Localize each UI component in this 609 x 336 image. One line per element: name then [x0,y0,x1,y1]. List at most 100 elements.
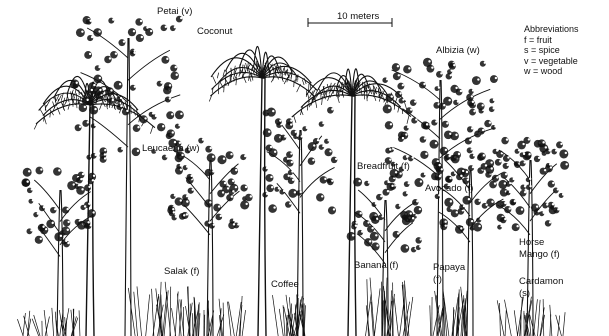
horse-mango-tree-leaf-gap [506,138,508,140]
albizia-tree-leaf-gap [482,104,484,106]
albizia-tree-leaf-gap [425,153,427,155]
avocado-tree-leaf-gap [444,221,446,223]
understory-tree-leaf-gap [375,234,377,236]
horse-mango-tree-leaf-gap [504,218,506,220]
leucaena-tree-leaf [61,226,70,235]
understory-tree-leaf-gap [420,180,422,182]
coconut-palm-center-leaflet [243,76,246,83]
albizia-tree-leaf-gap [399,92,401,94]
banana-plant-blade [374,288,380,336]
horse-mango-tree-leaf-gap [507,164,509,166]
banana-plant-blade [407,297,412,336]
label-cardamon: Cardamon [519,276,563,287]
salak-shrub-blade [153,294,159,336]
leucaena-tree-leaf-gap [66,208,68,210]
canopy-tree-mid-leaf-gap [237,223,239,225]
breadfruit-tree-leaf-gap [329,150,331,152]
petai-tree-leaf-gap [137,150,139,152]
understory-tree-leaf-gap [387,190,389,192]
petai-tree-leaf-gap [176,74,178,76]
avocado-tree-leaf [462,196,471,205]
canopy-tree-mid-leaf-gap [218,205,220,207]
albizia-tree-leaf-gap [450,69,452,71]
understory-tree-leaf-gap [415,214,417,216]
salak-shrub-2-blade [242,310,245,336]
understory-tree-leaf-gap [355,222,357,224]
leucaena-tree-leaf [23,168,32,177]
albizia-tree-leaf-gap [449,133,451,135]
leucaena-tree-leaf [21,178,29,186]
coconut-palm-left-leaflet [50,111,51,117]
petai-tree-leaf-gap [166,58,168,60]
leucaena-tree-leaf-gap [60,235,62,237]
albizia-tree-leaf-gap [443,104,445,106]
albizia-tree-leaf-gap [489,121,491,123]
canopy-tree-mid-leaf-gap [175,215,177,217]
leucaena-tree-leaf-gap [82,173,84,175]
albizia-tree-leaf-gap [455,87,457,89]
horse-mango-tree-leaf-gap [552,182,554,184]
canopy-tree-mid-leaf-gap [186,165,188,167]
petai-tree-trunk [125,38,131,336]
canopy-tree-mid-leaf-gap [230,153,232,155]
coconut-palm-right-leaflet [328,95,330,101]
canopy-tree-mid-leaf-gap [202,138,204,140]
petai-tree-leaf-gap [140,20,142,22]
petai-tree-leaf [79,104,87,112]
avocado-tree-leaf-gap [499,160,501,162]
breadfruit-tree-leaf [269,148,278,157]
cardamon-plant-blade [538,300,541,336]
leucaena-tree-leaf-gap [84,205,86,207]
petai-tree-leaf-gap [120,97,122,99]
cardamon-plant-blade [505,310,506,336]
petai-tree-leaf-gap [160,81,162,83]
breadfruit-tree-leaf-gap [313,144,315,146]
petai-tree-leaf [136,34,144,42]
horse-mango-tree-leaf-gap [504,202,506,204]
label-petai: Petai (v) [157,6,192,17]
petai-tree-leaf-gap [133,52,135,54]
understory-tree-leaf-gap [371,227,373,229]
breadfruit-tree-leaf-gap [291,161,293,163]
coconut-palm-right-leaflet [309,101,310,107]
albizia-tree-leaf-gap [495,77,497,79]
cardamon-plant-blade [500,303,501,336]
avocado-tree-leaf [466,218,475,227]
petai-tree-leaf-gap [155,115,157,117]
coconut-palm-right-leaflet [322,96,323,105]
petai-tree-leaf-gap [95,154,97,156]
banana-plant-blade [370,278,374,336]
albizia-tree-leaf-gap [402,99,404,101]
leucaena-tree-leaf [38,224,46,232]
breadfruit-tree-leaf-gap [294,191,296,193]
label-banana: Banana (f) [354,260,398,271]
label-salak: Salak (f) [164,266,199,277]
canopy-tree-mid-leaf-gap [208,221,210,223]
cardamon-plant-blade [563,312,565,336]
avocado-tree-leaf-gap [478,200,480,202]
leucaena-tree-leaf-gap [43,206,45,208]
abbreviations-legend: Abbreviations f = fruit s = spice v = ve… [524,24,579,77]
petai-tree-leaf-gap [120,105,122,107]
understory-tree-leaf-gap [367,221,369,223]
petai-tree-leaf-gap [98,66,100,68]
breadfruit-tree-leaf-gap [296,134,298,136]
cardamon-plant-blade [517,297,523,336]
leucaena-tree-leaf [46,219,55,228]
coconut-palm-right-leaflet [345,84,346,89]
banana-plant-blade [394,298,398,336]
coconut-palm-left-leaflet [107,95,108,102]
leucaena-tree-leaf [54,232,63,241]
coconut-palm-center-leaflet [246,63,248,72]
petai-tree-leaf-gap [112,18,114,20]
coconut-palm-center-leaflet [306,89,307,97]
canopy-tree-mid-leaf-gap [210,147,212,149]
breadfruit-tree-leaf-gap [300,191,302,193]
avocado-tree-leaf-gap [450,207,452,209]
canopy-tree-mid-leaf-gap [213,224,215,226]
leucaena-tree [21,167,96,336]
leucaena-tree-leaf-gap [31,188,33,190]
understory-tree-leaf-gap [406,246,408,248]
breadfruit-tree-leaf-gap [268,130,270,132]
